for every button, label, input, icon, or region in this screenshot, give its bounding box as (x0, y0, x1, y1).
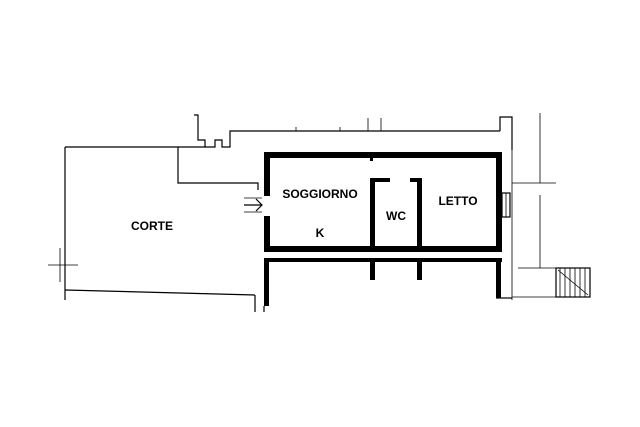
room-label-corte: CORTE (131, 219, 173, 233)
room-label-wc: WC (386, 209, 406, 223)
window-icon (501, 192, 511, 218)
room-label-letto: LETTO (438, 194, 477, 208)
right-structure (512, 113, 590, 298)
top-boundary (178, 114, 513, 300)
staircase-icon (555, 267, 591, 298)
courtyard-outline (48, 146, 259, 312)
lower-rooms (263, 258, 512, 312)
apartment-walls (264, 152, 502, 252)
room-label-k: K (316, 226, 325, 240)
entrance-arrow-icon (244, 197, 263, 213)
room-label-soggiorno: SOGGIORNO (282, 187, 357, 201)
